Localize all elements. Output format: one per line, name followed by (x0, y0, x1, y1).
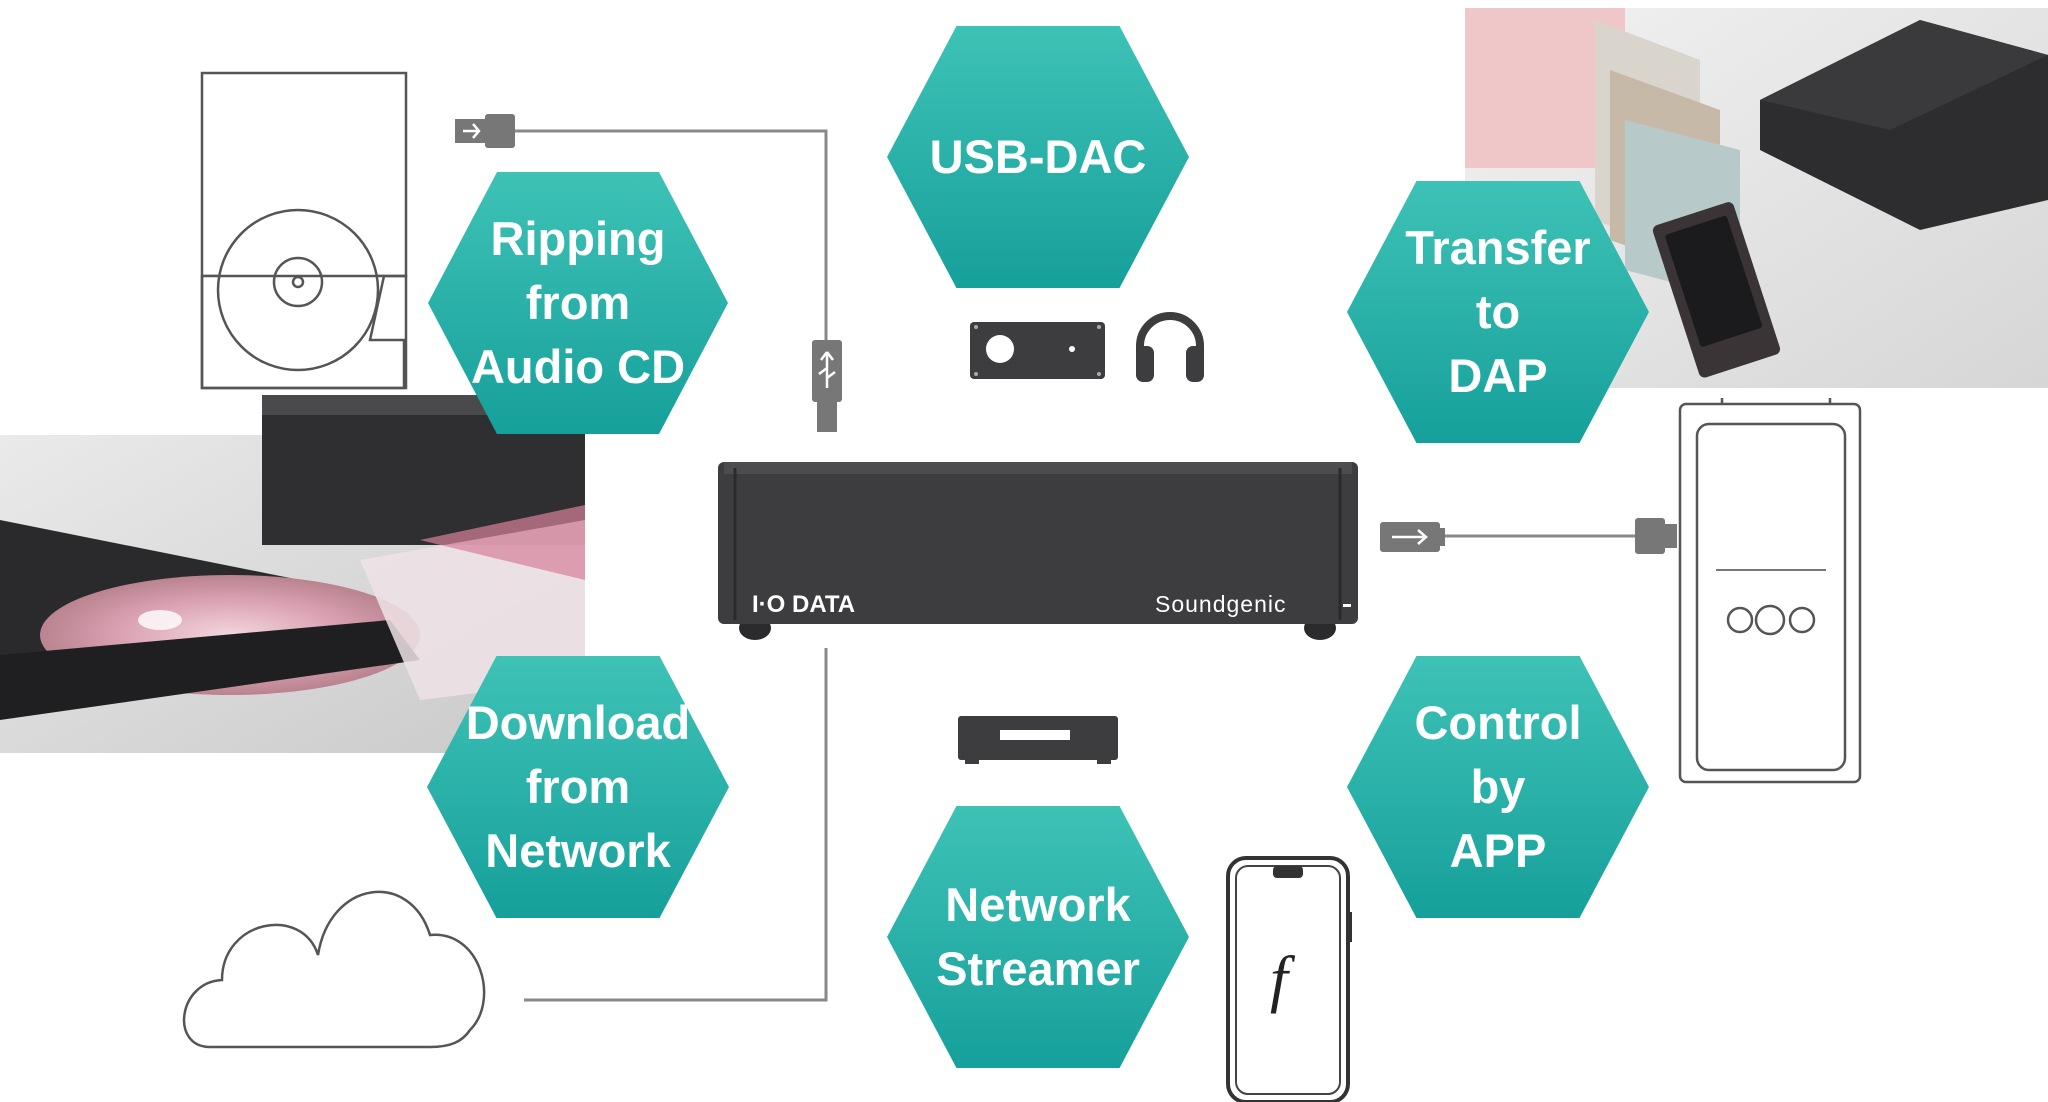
connection-lines (514, 129, 1635, 1002)
brand-io-data: I·O DATA (752, 591, 855, 618)
hexagon-shape (1347, 656, 1649, 918)
hexagon-label-line: Download (466, 696, 691, 749)
hexagon-label-line: Network (945, 878, 1131, 931)
line-cloud-to-device (524, 648, 828, 1002)
hexagon-label-line: Audio CD (471, 340, 685, 393)
headphones-icon (1136, 312, 1204, 382)
usb-plug-horizontal-icon (455, 114, 515, 148)
hexagon-label-line: USB-DAC (930, 130, 1147, 183)
hexagon-label-line: Control (1414, 696, 1581, 749)
hexagon-label-line: from (526, 276, 630, 329)
usb-plug-dap-icon (1380, 518, 1677, 554)
brand-soundgenic: Soundgenic (1155, 591, 1287, 617)
hexagon-label-line: by (1471, 760, 1526, 813)
network-streamer-icon (958, 716, 1118, 764)
soundgenic-device: I·O DATA Soundgenic (718, 462, 1358, 640)
hexagon-shape (887, 806, 1189, 1068)
usb-dac-icon (970, 322, 1105, 379)
hexagon-label-line: Transfer (1405, 221, 1590, 274)
cloud-icon (182, 890, 486, 1049)
hexagon-shape (1347, 181, 1649, 443)
hexagon-shape (428, 172, 728, 434)
hexagon-label-line: from (526, 760, 630, 813)
optical-drive-outline-icon (200, 71, 408, 390)
hexagon-label-line: Ripping (491, 212, 666, 265)
hexagon-label-line: to (1476, 285, 1520, 338)
hexagon-label-line: Network (485, 824, 671, 877)
hexagon-shape (427, 656, 729, 918)
hexagon-label-line: Streamer (936, 942, 1140, 995)
hexagon-shape (887, 26, 1189, 288)
hexagon-label-line: APP (1450, 824, 1547, 877)
smartphone-icon: f (1226, 856, 1352, 1102)
hexagon-label-line: DAP (1448, 349, 1547, 402)
usb-plug-vertical-icon (812, 340, 842, 432)
line-cd-to-device (514, 129, 828, 340)
hexagon-usbdac: USB-DAC (887, 26, 1189, 288)
digital-audio-player-icon (1678, 398, 1862, 784)
